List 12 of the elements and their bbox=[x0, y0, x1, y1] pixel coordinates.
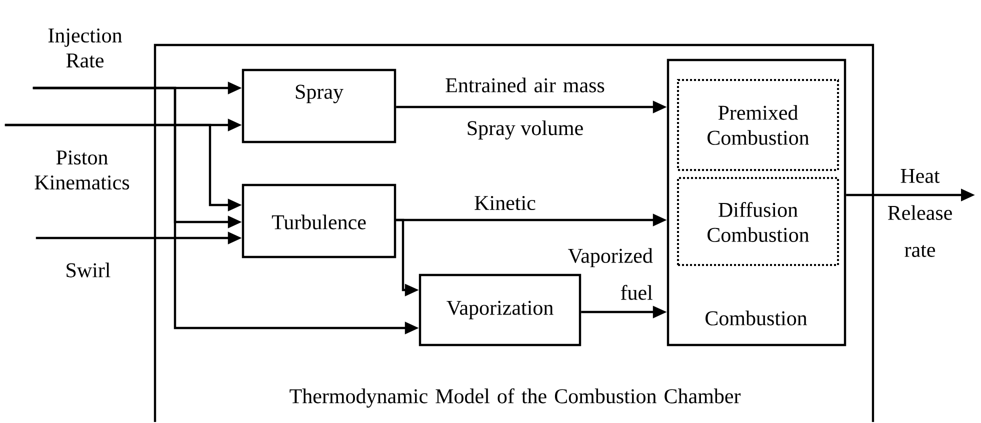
input-label: Swirl bbox=[66, 262, 110, 278]
text-label: Spray volume bbox=[468, 120, 583, 140]
edge-label: Kinetic bbox=[474, 196, 536, 210]
dotted-box: Diffusion Combustion bbox=[677, 177, 839, 266]
edge-label: Heat Release rate bbox=[888, 169, 952, 257]
edge-label: Entrained air mass bbox=[446, 78, 604, 92]
process-box: Turbulence bbox=[242, 184, 396, 258]
dotted-box: Premixed Combustion bbox=[677, 79, 839, 171]
input-label: Injection Rate bbox=[48, 28, 122, 68]
process-box: Spray bbox=[242, 68, 396, 144]
process-box: Vaporization bbox=[418, 274, 582, 346]
input-label: Piston Kinematics bbox=[34, 150, 130, 190]
